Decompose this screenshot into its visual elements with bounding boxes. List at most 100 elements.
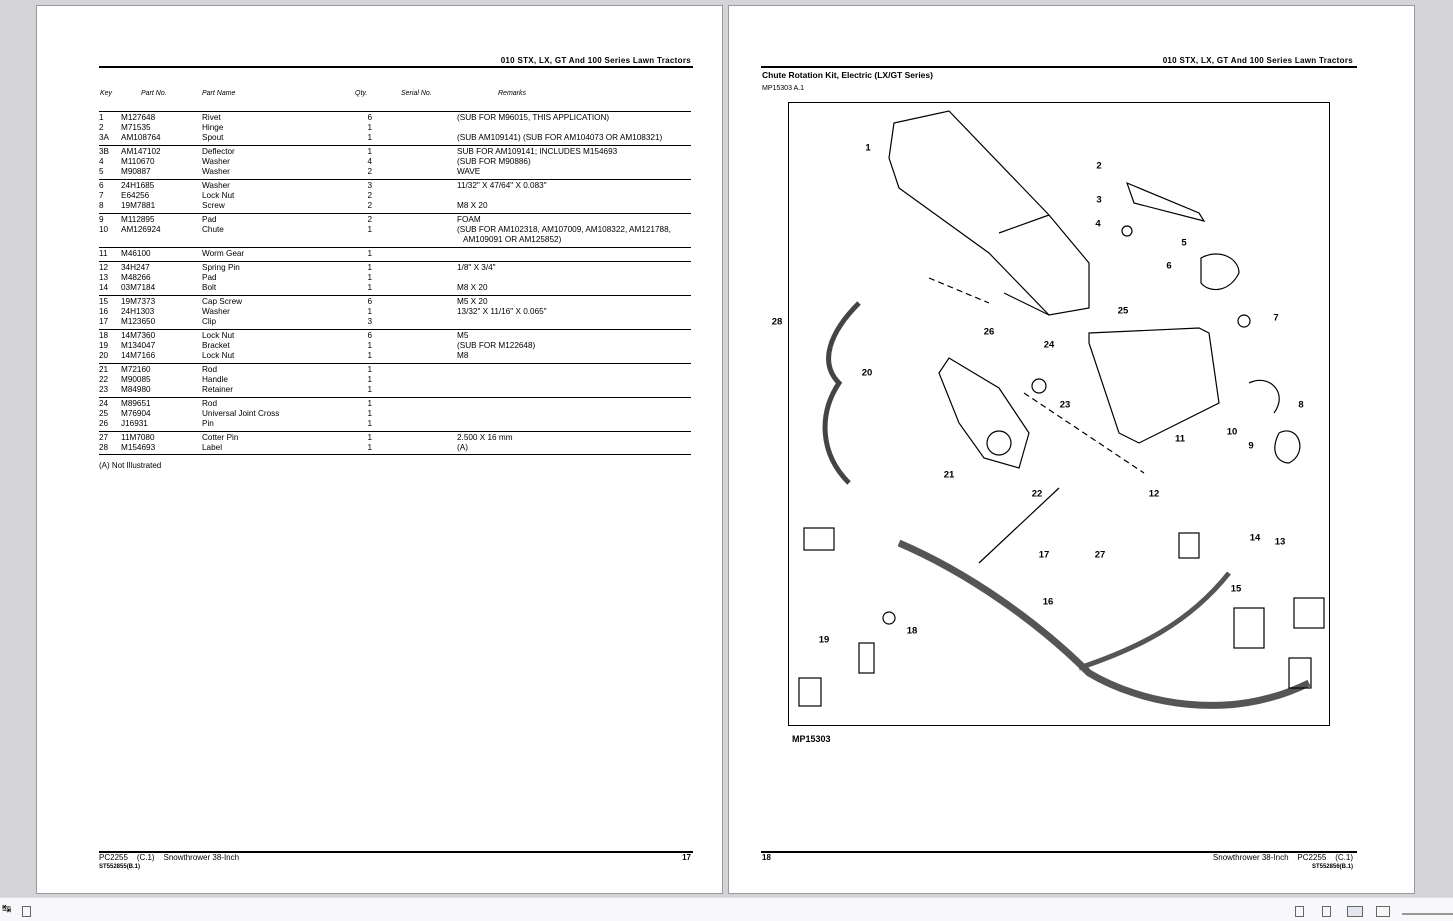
row-qty: 1: [367, 419, 372, 428]
callout-label: 7: [1273, 312, 1279, 324]
callout-label: 5: [1181, 237, 1187, 249]
row-part-name: Label: [202, 443, 223, 452]
row-part-no: M90085: [121, 375, 151, 384]
row-key: 10: [99, 225, 109, 234]
row-remarks-cont: AM109091 OR AM125852): [463, 235, 562, 244]
row-part-name: Chute: [202, 225, 224, 234]
callout-label: 16: [1042, 596, 1054, 608]
two-page-continuous-icon[interactable]: [1376, 906, 1390, 917]
row-key: 6: [99, 181, 104, 190]
single-page-view-icon[interactable]: [1295, 906, 1304, 917]
row-key: 4: [99, 157, 104, 166]
row-key: 18: [99, 331, 109, 340]
row-remarks: (SUB FOR M122648): [457, 341, 536, 350]
page-number: 17: [682, 853, 691, 862]
row-key: 3B: [99, 147, 110, 156]
callout-label: 14: [1249, 532, 1261, 544]
group-divider: [99, 397, 691, 398]
row-qty: 4: [367, 157, 372, 166]
row-qty: 2: [367, 215, 372, 224]
rotate-icon[interactable]: ↹: [2, 903, 12, 915]
callout-label: 8: [1298, 399, 1304, 411]
row-part-name: Washer: [202, 157, 230, 166]
row-qty: 1: [367, 443, 372, 452]
row-part-no: M90887: [121, 167, 151, 176]
row-part-name: Washer: [202, 181, 230, 190]
callout-label: 20: [861, 367, 873, 379]
footer-rule: [761, 851, 1357, 853]
callout-label: 22: [1031, 488, 1043, 500]
col-serial-no: Serial No.: [401, 90, 432, 97]
row-qty: 6: [367, 331, 372, 340]
page-header: 010 STX, LX, GT And 100 Series Lawn Trac…: [500, 56, 691, 65]
row-part-no: E64256: [121, 191, 150, 200]
row-part-no: 24H1303: [121, 307, 155, 316]
two-page-view-icon[interactable]: [1347, 906, 1363, 917]
callout-label: 10: [1226, 426, 1238, 438]
row-key: 3A: [99, 133, 110, 142]
row-qty: 1: [367, 283, 372, 292]
row-part-no: M46100: [121, 249, 151, 258]
right-page: 010 STX, LX, GT And 100 Series Lawn Trac…: [728, 5, 1415, 894]
row-part-no: M84980: [121, 385, 151, 394]
row-key: 22: [99, 375, 109, 384]
row-remarks: FOAM: [457, 215, 481, 224]
row-part-name: Rivet: [202, 113, 221, 122]
row-part-name: Universal Joint Cross: [202, 409, 280, 418]
row-part-name: Bolt: [202, 283, 217, 292]
row-part-name: Worm Gear: [202, 249, 245, 258]
row-key: 15: [99, 297, 109, 306]
row-part-no: 19M7881: [121, 201, 156, 210]
row-remarks: (SUB FOR M96015, THIS APPLICATION): [457, 113, 610, 122]
row-part-no: M71535: [121, 123, 151, 132]
page-icon[interactable]: [22, 906, 31, 917]
row-key: 7: [99, 191, 104, 200]
row-remarks: SUB FOR AM109141; INCLUDES M154693: [457, 147, 618, 156]
callout-label: 24: [1043, 339, 1055, 351]
row-qty: 1: [367, 133, 372, 142]
callout-label: 11: [1174, 433, 1186, 445]
row-key: 27: [99, 433, 109, 442]
row-key: 24: [99, 399, 109, 408]
footer-doc: Snowthrower 38-Inch PC2255 (C.1): [1212, 853, 1353, 862]
zoom-slider[interactable]: [1402, 913, 1453, 915]
row-part-no: 03M7184: [121, 283, 156, 292]
row-key: 17: [99, 317, 109, 326]
col-key: Key: [100, 90, 113, 97]
row-part-name: Hinge: [202, 123, 224, 132]
page-header: 010 STX, LX, GT And 100 Series Lawn Trac…: [1162, 56, 1353, 65]
continuous-view-icon[interactable]: [1322, 906, 1331, 917]
callout-label: 6: [1166, 260, 1172, 272]
callout-label: 26: [983, 326, 995, 338]
row-part-no: AM108764: [121, 133, 161, 142]
row-remarks: M8 X 20: [457, 283, 488, 292]
row-part-no: 24H1685: [121, 181, 155, 190]
row-part-name: Screw: [202, 201, 225, 210]
row-part-no: M48266: [121, 273, 151, 282]
callout-label: 12: [1148, 488, 1160, 500]
row-part-name: Lock Nut: [202, 331, 235, 340]
row-part-no: M134047: [121, 341, 156, 350]
callout-label: 4: [1095, 218, 1101, 230]
row-qty: 1: [367, 273, 372, 282]
row-qty: 1: [367, 263, 372, 272]
callout-label: 19: [818, 634, 830, 646]
row-part-name: Cap Screw: [202, 297, 243, 306]
row-qty: 1: [367, 341, 372, 350]
group-divider: [99, 295, 691, 296]
callout-label: 17: [1038, 549, 1050, 561]
row-key: 26: [99, 419, 109, 428]
row-part-no: M72160: [121, 365, 151, 374]
row-key: 11: [99, 249, 108, 258]
row-key: 14: [99, 283, 109, 292]
callout-label: 21: [943, 469, 955, 481]
row-key: 28: [99, 443, 109, 452]
row-part-no: M110670: [121, 157, 155, 166]
section-title: Chute Rotation Kit, Electric (LX/GT Seri…: [762, 70, 933, 80]
row-key: 20: [99, 351, 109, 360]
row-part-no: 14M7166: [121, 351, 156, 360]
row-part-no: M76904: [121, 409, 151, 418]
row-part-name: Lock Nut: [202, 351, 235, 360]
row-qty: 1: [367, 147, 372, 156]
group-divider: [99, 261, 691, 262]
